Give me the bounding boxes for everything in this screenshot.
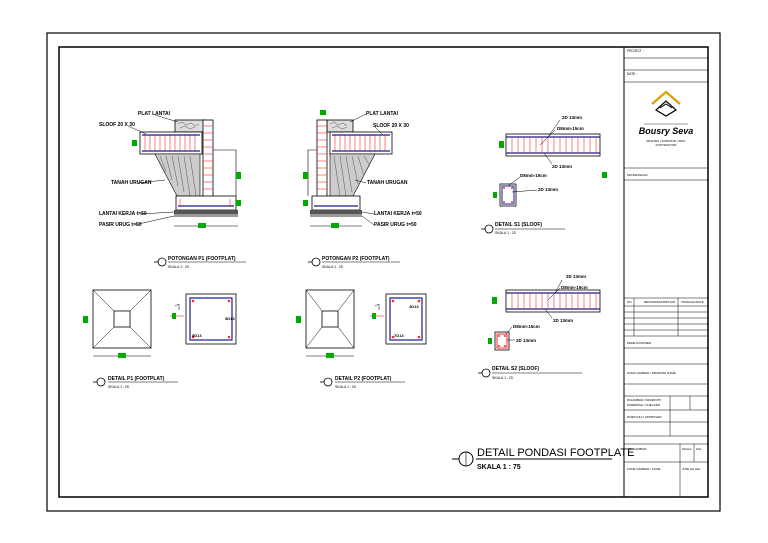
p2-col-label-a: 4D13: [409, 304, 419, 309]
tb-rev-date: TANGGAL/DATE: [681, 300, 704, 304]
label-lantai-kerja: LANTAI KERJA t=50: [374, 211, 422, 217]
s1-section-rebar: 2D 13mm: [538, 187, 558, 192]
s1-top-rebar: 2D 13mm: [562, 115, 582, 120]
label-pasir-urug: PASIR URUG t=50: [99, 222, 142, 228]
p1-section-scale: SKALA 1 : 25: [168, 265, 189, 269]
label-plat-lantai: PLAT LANTAI: [138, 111, 171, 117]
s2-section-stirrup: D8mm-15cm: [513, 324, 540, 329]
tb-drawn-by: DIGAMBAR / DRAWN BY: [627, 398, 662, 402]
p2-section-scale: SKALA 1 : 25: [322, 265, 343, 269]
p1-detail-title: DETAIL P1 (FOOTPLAT): [108, 376, 165, 382]
label-tanah-urugan: TANAH URUGAN: [111, 180, 152, 186]
tb-project: PROJECT :: [627, 49, 644, 53]
title-block: [624, 57, 708, 497]
tb-notes: KETERANGAN: [627, 173, 648, 177]
main-drawing-scale: SKALA 1 : 75: [477, 464, 521, 471]
label-sloof: SLOOF 20 X 30: [373, 123, 409, 129]
inner-frame: [58, 46, 709, 498]
s2-top-rebar: 2D 13mm: [566, 274, 586, 279]
tb-rev-desc: REVISI/DESCRIPTION: [644, 300, 675, 304]
company-sub2: KONTRAKTOR: [656, 143, 678, 147]
tb-date: DATE :: [627, 72, 637, 76]
p1-detail-scale: SKALA 1 : 25: [108, 385, 129, 389]
s1-bottom-rebar: 2D 13mm: [552, 164, 572, 169]
s2-stirrup: D8mm-15cm: [561, 285, 588, 290]
label-plat-lantai: PLAT LANTAI: [366, 111, 399, 117]
s2-bottom-rebar: 2D 13mm: [553, 318, 573, 323]
p1-section-title: POTONGAN P1 (FOOTPLAT): [168, 256, 236, 262]
p1-col-label-a: 5D13: [225, 316, 235, 321]
tb-sheet: NO. GAMBAR: [627, 447, 647, 451]
tb-rev-no: NO: [627, 300, 632, 304]
tb-code: KODE GAMBAR / CODE: [627, 467, 661, 471]
outer-frame: [46, 32, 721, 512]
detail-p1: 5D13 5D13 DETAIL P1 (FOOTPLAT) SKALA 1 :…: [83, 289, 237, 389]
label-pasir-urug: PASIR URUG t=50: [374, 222, 417, 228]
s1-stirrup: D8mm-15cm: [557, 126, 584, 131]
tb-page: HAL: [696, 447, 702, 451]
p2-detail-title: DETAIL P2 (FOOTPLAT): [335, 376, 392, 382]
p2-detail-scale: SKALA 1 : 25: [335, 385, 356, 389]
detail-p2: 4D13 7D13 DETAIL P2 (FOOTPLAT) SKALA 1 :…: [296, 289, 427, 389]
s2-section-rebar: 2D 13mm: [516, 338, 536, 343]
tb-checked: DIPERIKSA / CHECKED: [627, 403, 661, 407]
p2-col-label-b: 7D13: [394, 333, 404, 338]
tb-drawing-name: NAMA GAMBAR / DRAWING NAME: [627, 371, 676, 375]
label-sloof: SLOOF 20 X 30: [99, 122, 135, 128]
company-sub1: ARSITEK | INTERIOR | SIPIL: [646, 139, 686, 143]
section-p2: PLAT LANTAI SLOOF 20 X 30 TANAH URUGAN L…: [303, 110, 422, 269]
company-name: Bousry Seva: [639, 126, 694, 136]
detail-s1: 2D 13mm D8mm-15cm 2D 13mm D8mm-15cm 2D 1…: [481, 115, 607, 235]
main-title-block: DETAIL PONDASI FOOTPLATE SKALA 1 : 75: [452, 447, 635, 471]
s2-title: DETAIL S2 (SLOOF): [492, 366, 539, 372]
detail-s2: 2D 13mm D8mm-15cm 2D 13mm D8mm-15cm 2D 1…: [478, 274, 601, 380]
s2-scale: SKALA 1 : 20: [492, 376, 513, 380]
tb-scale: SKALA: [682, 447, 692, 451]
tb-approved: DISETUJUI / APPROVED: [627, 415, 662, 419]
label-lantai-kerja: LANTAI KERJA t=50: [99, 211, 147, 217]
company-logo: [644, 90, 688, 125]
tb-total: JUMLAH HAL: [682, 467, 701, 471]
p2-section-title: POTONGAN P2 (FOOTPLAT): [322, 256, 390, 262]
label-tanah-urugan: TANAH URUGAN: [367, 180, 408, 186]
s1-title: DETAIL S1 (SLOOF): [495, 222, 542, 228]
p1-col-label-b: 5D13: [192, 333, 202, 338]
s1-section-stirrup: D8mm-15cm: [520, 173, 547, 178]
section-p1: PLAT LANTAI SLOOF 20 X 30 TANAH URUGAN L…: [99, 111, 246, 269]
s1-scale: SKALA 1 : 20: [495, 231, 516, 235]
main-drawing-title: DETAIL PONDASI FOOTPLATE: [477, 447, 635, 459]
tb-owner: PEMILIK/OWNER: [627, 341, 652, 345]
